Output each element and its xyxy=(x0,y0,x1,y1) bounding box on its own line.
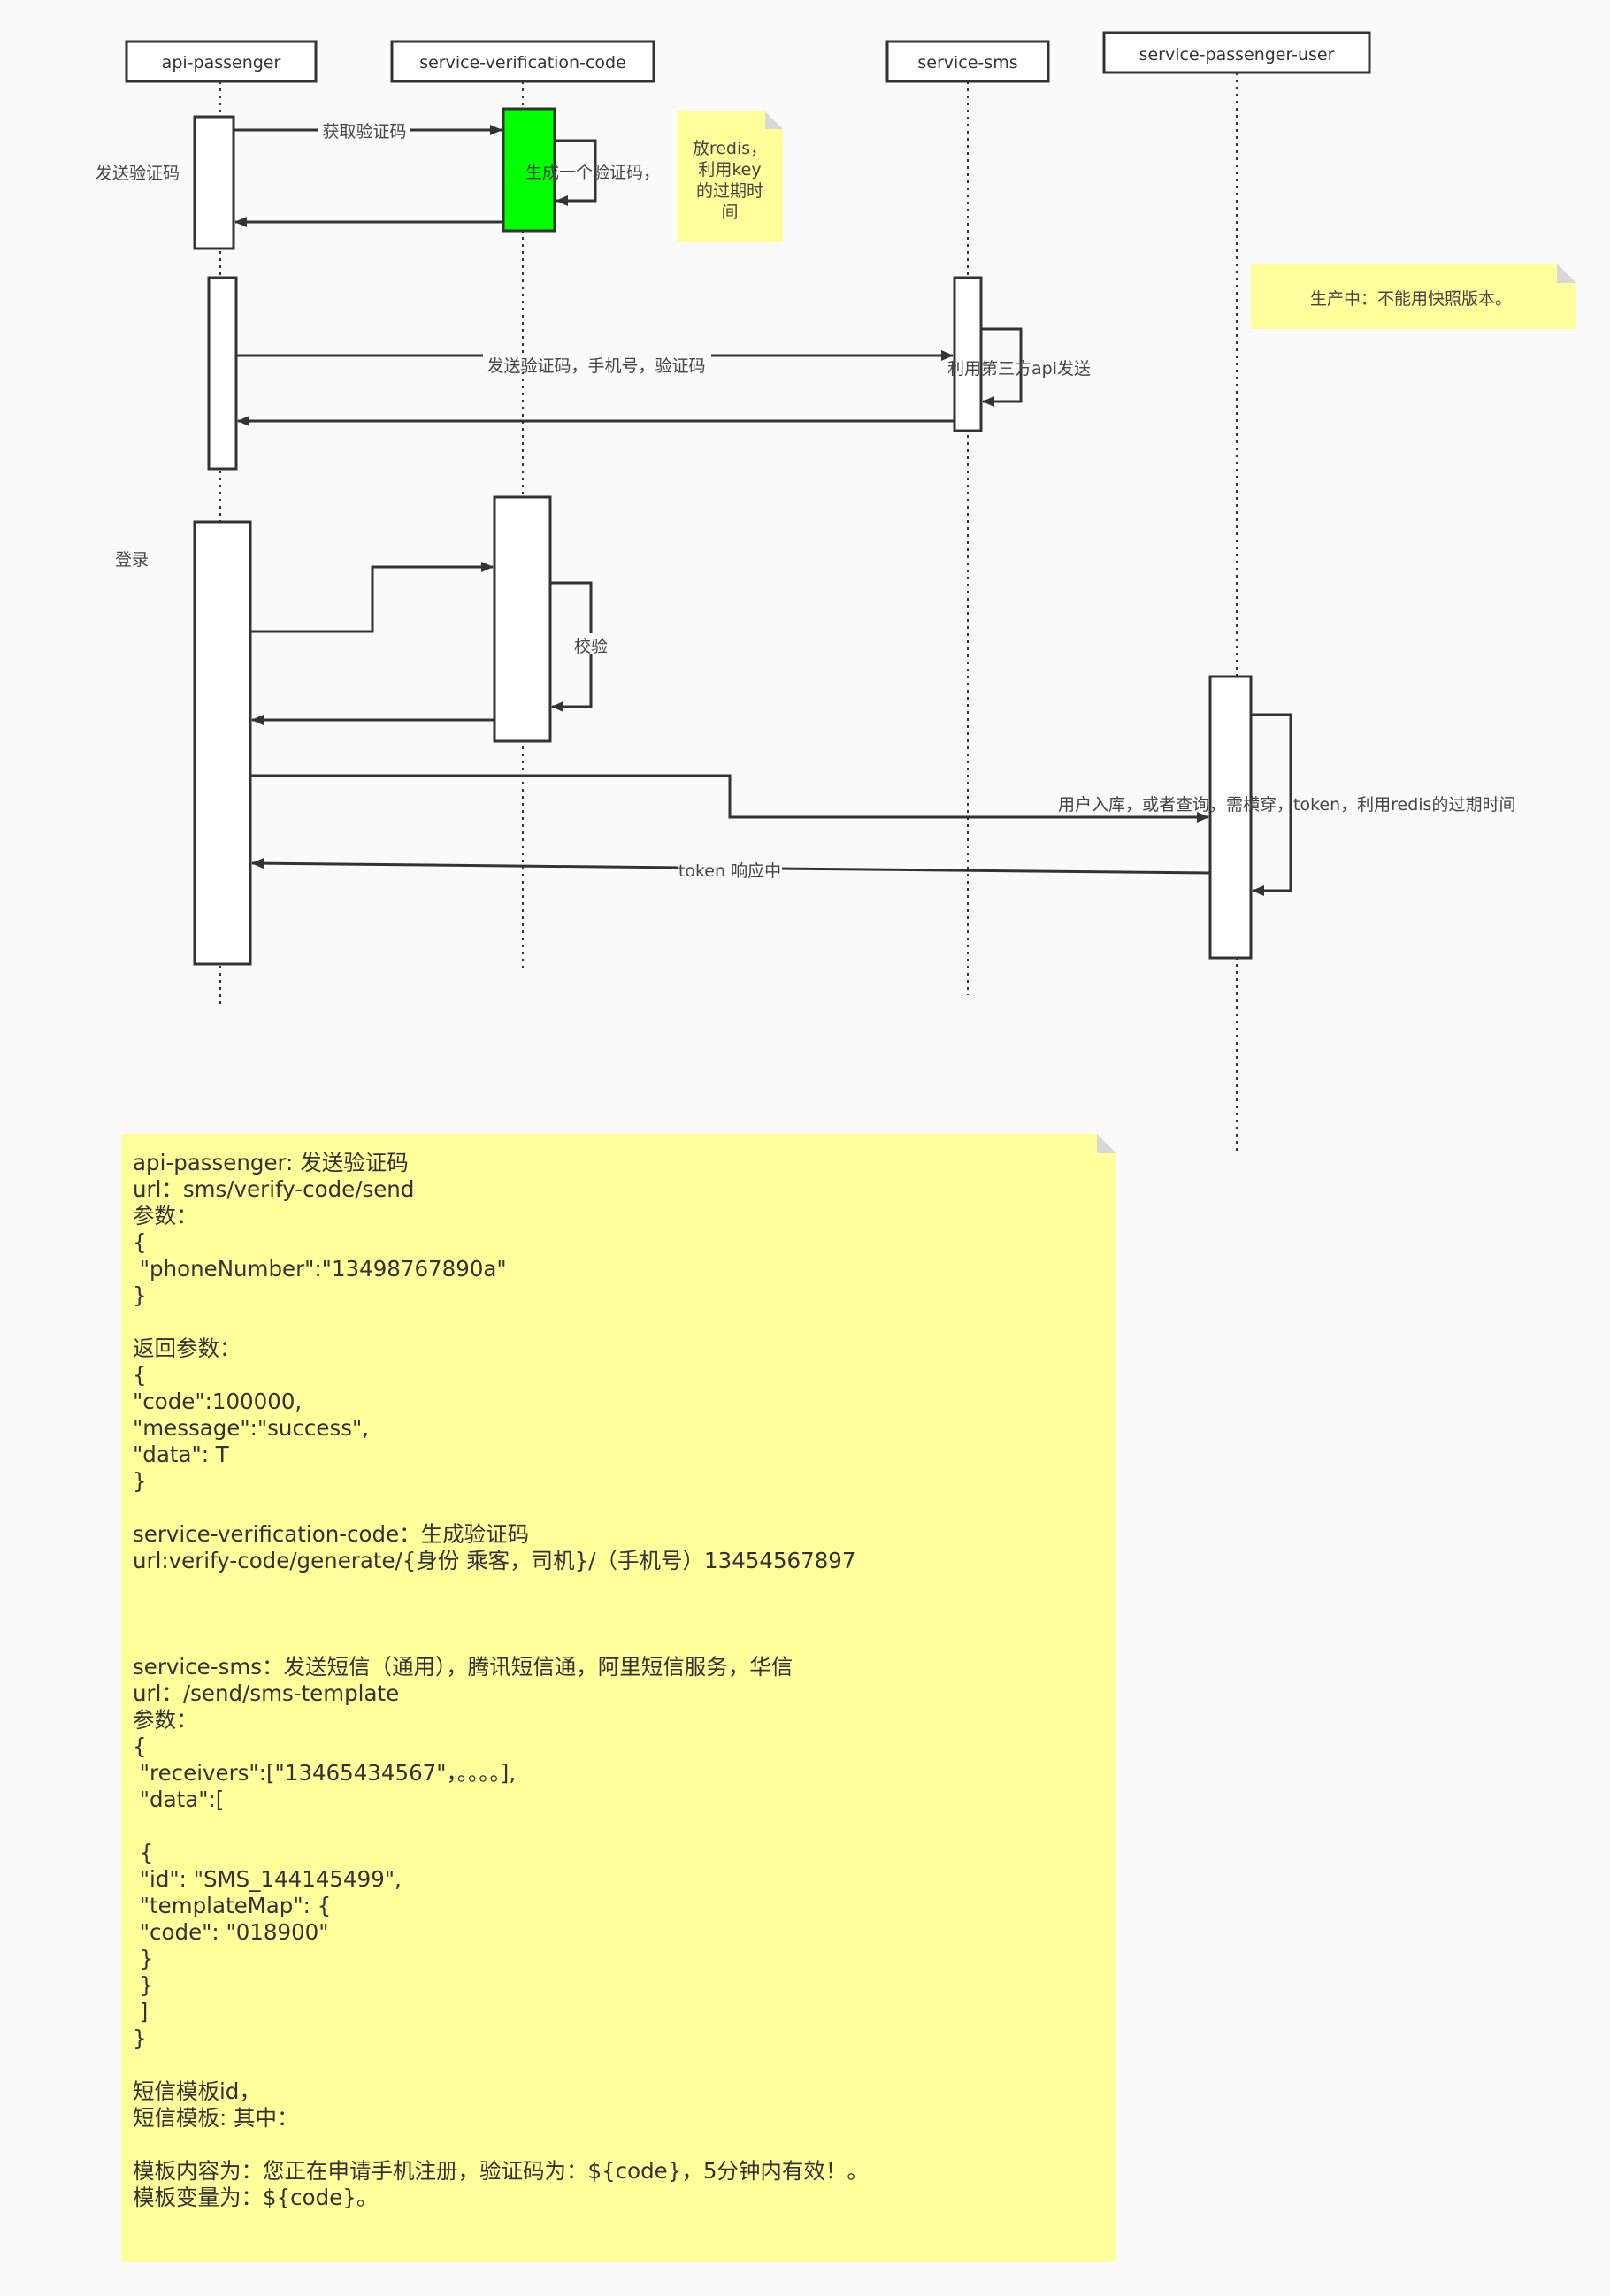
participant-label: service-passenger-user xyxy=(1139,45,1335,65)
participant-service-verification-code: service-verification-code xyxy=(390,40,656,83)
doc-note-line: { xyxy=(133,1840,154,1865)
note-redis-line: 放redis， xyxy=(693,139,767,158)
doc-note-line: "phoneNumber":"13498767890a" xyxy=(133,1256,507,1282)
note-production: 生产中：不能用快照版本。 xyxy=(1251,264,1576,329)
doc-note-line: 模板变量为：${code}。 xyxy=(133,2185,379,2210)
doc-note-line: } xyxy=(133,2025,147,2051)
doc-note-line: "code": "018900" xyxy=(133,1919,329,1945)
msg-generate-label: 生成一个验证码， xyxy=(525,163,660,182)
doc-note-line: 短信模板id， xyxy=(133,2078,261,2104)
note-redis-line: 间 xyxy=(721,203,738,222)
msg-user-store-arrow xyxy=(250,774,1209,823)
note-redis-line: 利用key xyxy=(698,160,761,180)
doc-note xyxy=(121,1134,1116,2262)
doc-note-line xyxy=(133,1627,1106,1654)
doc-note-line: 返回参数： xyxy=(133,1336,242,1361)
msg-user-store-label: 用户入库，或者查询，需横穿，token，利用redis的过期时间 xyxy=(1058,795,1515,815)
doc-note-line xyxy=(133,1813,1106,1840)
participant-api-passenger: api-passenger xyxy=(125,40,318,83)
side-label-send-code: 发送验证码 xyxy=(96,164,180,183)
doc-note-line: service-verification-code：生成验证码 xyxy=(133,1521,530,1547)
doc-note-line: url:verify-code/generate/{身份 乘客，司机}/（手机号… xyxy=(133,1548,856,1573)
doc-note-line: "id": "SMS_144145499", xyxy=(133,1866,402,1892)
doc-note-line: "data":[ xyxy=(133,1787,225,1812)
participant-service-sms: service-sms xyxy=(886,40,1050,83)
msg-user-self-arrow xyxy=(1251,713,1292,896)
doc-note-line xyxy=(133,1574,1106,1601)
activation-user xyxy=(1208,675,1253,960)
msg-login-verify-arrow xyxy=(250,562,494,633)
doc-note-line: } xyxy=(133,1946,154,1971)
doc-note-line: "data": T xyxy=(133,1442,229,1467)
doc-note-line: ] xyxy=(133,1999,149,2024)
msg-get-code-label: 获取验证码 xyxy=(322,122,406,142)
msg-third-party-self-arrow xyxy=(981,327,1023,407)
doc-note-line: 短信模板: 其中： xyxy=(133,2105,299,2131)
doc-note-line: { xyxy=(133,1362,147,1388)
doc-note-line: "receivers":["13465434567"，。。。。], xyxy=(133,1760,517,1786)
doc-note-line: "code":100000, xyxy=(133,1389,303,1414)
doc-note-line: service-sms：发送短信（通用），腾讯短信通，阿里短信服务，华信 xyxy=(133,1654,794,1680)
msg-token-label: token 响应中 xyxy=(678,861,781,881)
activation-sms xyxy=(953,276,983,432)
doc-note-line: } xyxy=(133,1468,147,1494)
participant-label: service-sms xyxy=(917,53,1017,73)
participant-service-passenger-user: service-passenger-user xyxy=(1102,31,1371,74)
doc-note-line: url：/send/sms-template xyxy=(133,1680,400,1706)
doc-note-line: { xyxy=(133,1229,147,1255)
doc-note-line xyxy=(133,1495,1106,1521)
doc-note-line: { xyxy=(133,1733,147,1759)
activation-api-login xyxy=(193,520,252,966)
doc-note-line: 参数： xyxy=(133,1707,198,1733)
side-label-login: 登录 xyxy=(115,550,149,570)
doc-note-line xyxy=(133,1309,1106,1336)
msg-send-sms-label: 发送验证码，手机号，验证码 xyxy=(487,356,705,376)
msg-verify-label: 校验 xyxy=(574,637,608,656)
activation-svc-generate xyxy=(502,107,556,233)
doc-note-line: } xyxy=(133,1972,154,1998)
activation-api-send xyxy=(193,115,235,250)
activation-api-sms xyxy=(207,276,238,471)
msg-generate-self-arrow xyxy=(555,139,597,206)
doc-note-line: "templateMap": { xyxy=(133,1893,332,1918)
doc-note-line xyxy=(133,1601,1106,1627)
doc-note-line: api-passenger: 发送验证码 xyxy=(133,1150,409,1175)
note-redis: 放redis， 利用key 的过期时 间 xyxy=(677,111,783,242)
doc-note-line: "message":"success", xyxy=(133,1415,370,1441)
activation-svc-verify xyxy=(493,495,552,743)
note-production-text: 生产中：不能用快照版本。 xyxy=(1310,289,1512,309)
participant-label: api-passenger xyxy=(162,53,281,73)
doc-note-line xyxy=(133,2131,1106,2158)
note-redis-line: 的过期时 xyxy=(696,181,763,201)
doc-note-line: 参数： xyxy=(133,1203,198,1228)
participant-label: service-verification-code xyxy=(419,53,626,73)
msg-third-party-label: 利用第三方api发送 xyxy=(947,359,1091,379)
doc-note-line: } xyxy=(133,1282,147,1308)
doc-note-line xyxy=(133,2052,1106,2078)
doc-note-line: url：sms/verify-code/send xyxy=(133,1176,415,1202)
doc-note-line: 模板内容为：您正在申请手机注册，验证码为：${code}，5分钟内有效！。 xyxy=(133,2158,869,2184)
